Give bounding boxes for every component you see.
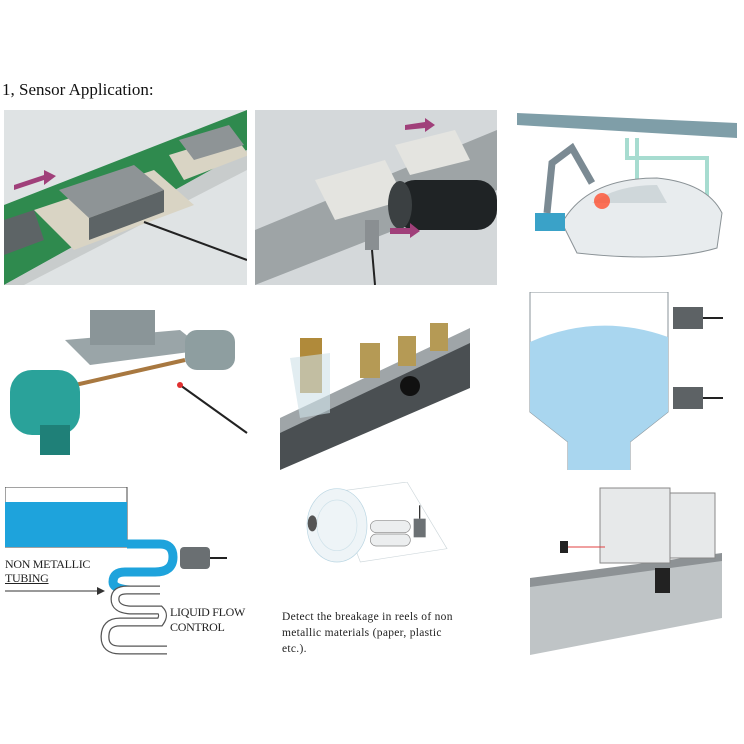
conveyor-sensor-closeup-illustration — [255, 110, 497, 285]
reel-breakage-illustration: Detect the breakage in reels of non meta… — [272, 482, 482, 662]
tank-level-sensor-illustration — [528, 292, 735, 470]
motor-linear-stage-illustration — [5, 305, 250, 460]
container-conveyor-sensor-illustration — [530, 483, 722, 655]
tubing-label-line1: NON METALLIC — [5, 557, 91, 571]
car-welding-robot-illustration — [517, 113, 737, 285]
flow-label-line2: CONTROL — [170, 620, 225, 634]
reel-caption-line3: etc.). — [282, 643, 307, 655]
tubing-label-line2: TUBING — [5, 571, 49, 585]
reel-caption-line2: metallic materials (paper, plastic — [282, 627, 442, 639]
conveyor-board-illustration — [4, 110, 247, 285]
liquid-flow-tubing-illustration: NON METALLIC TUBING LIQUID FLOW CONTROL — [5, 487, 255, 655]
bottle-conveyor-illustration — [280, 318, 470, 470]
section-heading: 1, Sensor Application: — [2, 80, 154, 99]
flow-label-line1: LIQUID FLOW — [170, 605, 246, 619]
reel-caption-line1: Detect the breakage in reels of non — [282, 611, 453, 623]
